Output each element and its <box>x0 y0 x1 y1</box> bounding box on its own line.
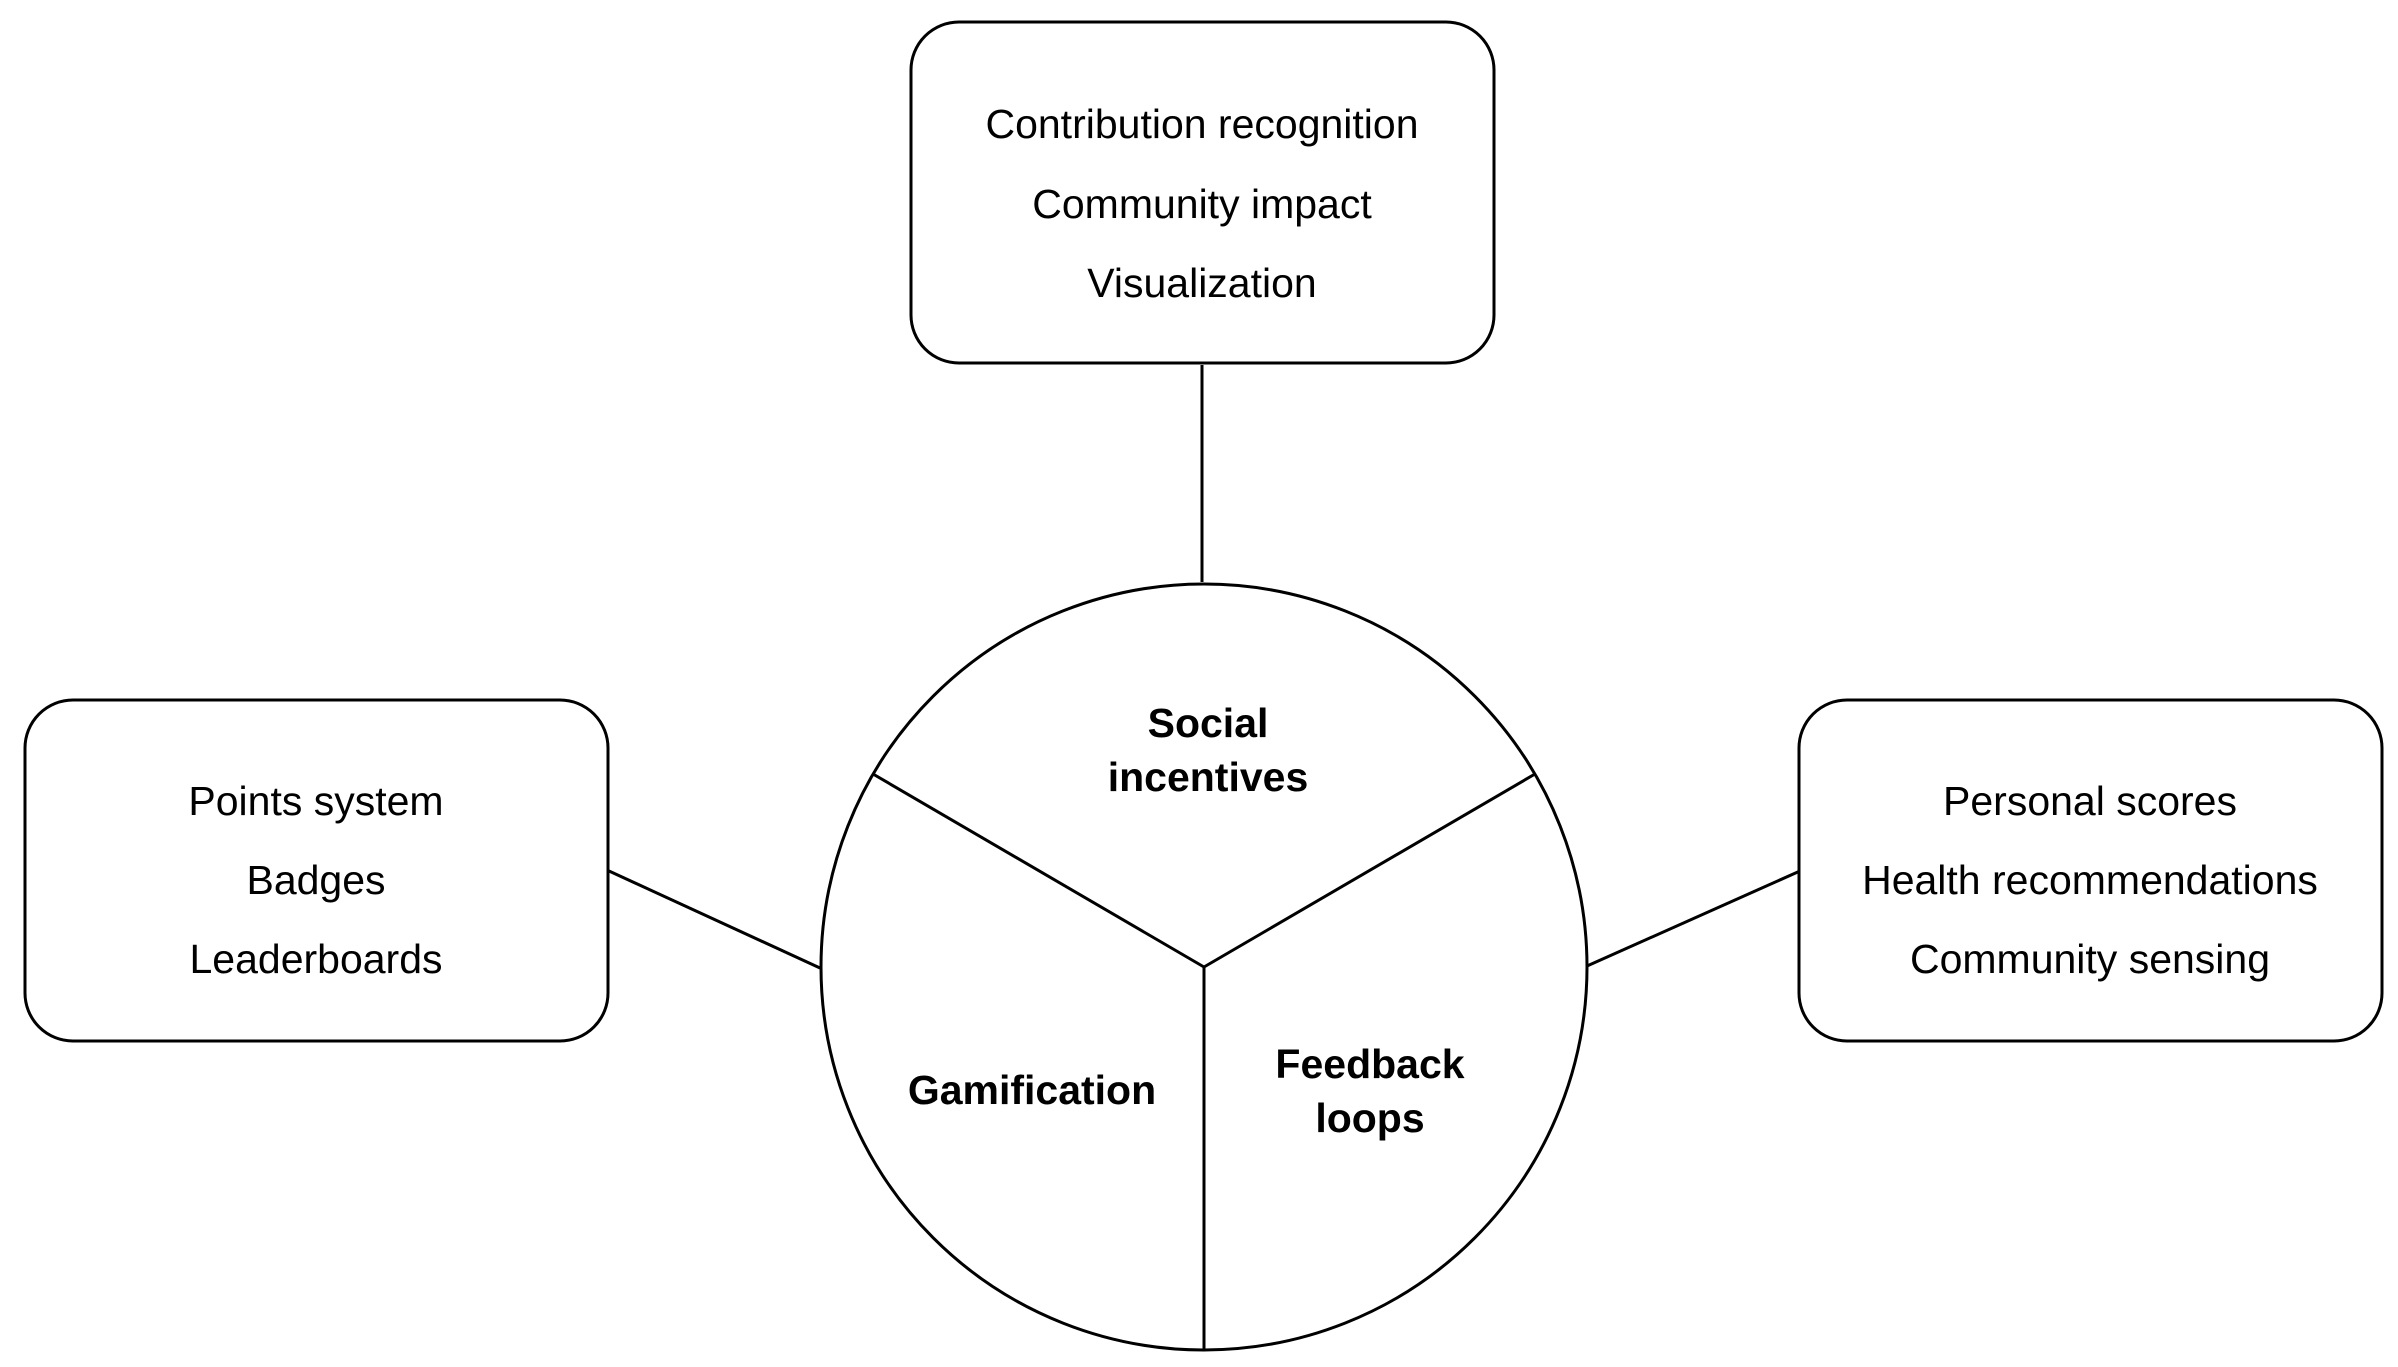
segment-label-social-incentives: incentives <box>1108 754 1309 800</box>
box-top-item: Community impact <box>1032 181 1372 227</box>
connector-left <box>608 869 821 970</box>
segment-label-feedback-loops: Feedback <box>1275 1041 1464 1087</box>
box-right-item: Personal scores <box>1943 778 2237 824</box>
segment-label-feedback-loops: loops <box>1315 1095 1424 1141</box>
center-circle: Social incentives Gamification Feedback … <box>819 582 1589 1352</box>
box-top-frame <box>909 20 1496 365</box>
box-top-item: Visualization <box>1087 260 1316 306</box>
box-right-frame <box>1797 698 2384 1043</box>
box-left-item: Badges <box>246 857 385 903</box>
box-feedback-loops-details: Personal scores Health recommendations C… <box>1797 698 2384 1043</box>
divider-right <box>1203 772 1536 969</box>
divider-left <box>872 772 1205 969</box>
box-top-item: Contribution recognition <box>985 101 1418 147</box>
box-left-item: Points system <box>188 778 443 824</box>
box-social-incentives-details: Contribution recognition Community impac… <box>909 20 1496 365</box>
connector-right <box>1586 869 1801 968</box>
box-right-item: Health recommendations <box>1862 857 2318 903</box>
box-left-item: Leaderboards <box>189 936 442 982</box>
segment-label-gamification: Gamification <box>908 1067 1156 1113</box>
box-gamification-details: Points system Badges Leaderboards <box>23 698 610 1043</box>
box-left-frame <box>23 698 610 1043</box>
box-right-item: Community sensing <box>1910 936 2270 982</box>
segment-label-social-incentives: Social <box>1148 700 1269 746</box>
